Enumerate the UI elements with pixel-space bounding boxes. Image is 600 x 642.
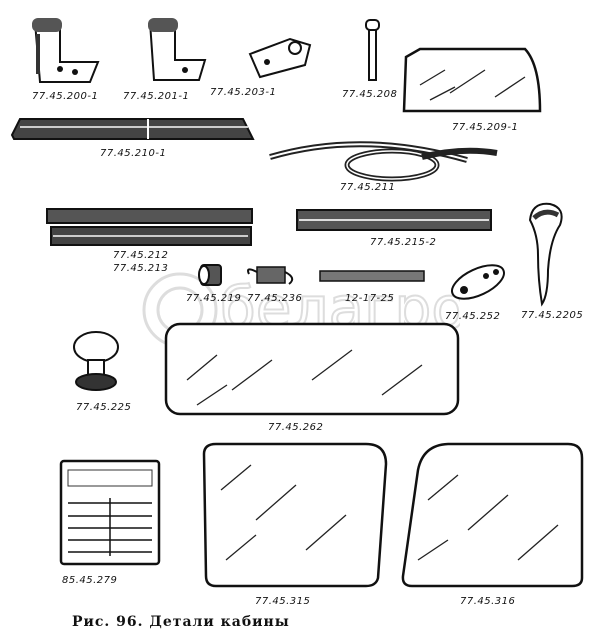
part-label: 77.45.315 xyxy=(255,596,311,607)
knob-drawing xyxy=(73,331,119,391)
bushing-drawing xyxy=(198,264,222,286)
mounting-plate-drawing xyxy=(451,264,505,300)
bracket-drawing xyxy=(248,37,312,79)
part-label: 85.45.279 xyxy=(62,575,118,586)
part-label: 77.45.210-1 xyxy=(100,148,167,159)
part-label: 12-17-25 xyxy=(345,293,395,304)
part-label: 77.45.236 xyxy=(247,293,303,304)
channel-215-drawing xyxy=(296,209,492,231)
part-label: 77.45.225 xyxy=(76,402,132,413)
part-label: 77.45.252 xyxy=(445,311,501,322)
part-label: 77.45.201-1 xyxy=(123,91,190,102)
part-label: 77.45.316 xyxy=(460,596,516,607)
hinge-200-drawing xyxy=(32,18,100,83)
seal-strip-drawing xyxy=(10,118,255,140)
part-label: 77.45.2205 xyxy=(521,310,584,321)
figure-caption: Рис. 96. Детали кабины xyxy=(72,614,290,630)
part-label: 77.45.212 xyxy=(113,250,169,261)
part-label: 77.45.209-1 xyxy=(452,122,519,133)
part-label: 77.45.262 xyxy=(268,422,324,433)
part-label: 77.45.208 xyxy=(342,89,398,100)
pin-drawing xyxy=(365,19,380,81)
long-spring-drawing xyxy=(319,270,425,282)
part-label: 77.45.211 xyxy=(340,182,396,193)
side-glass-drawing xyxy=(402,47,542,113)
hinge-201-drawing xyxy=(148,18,207,81)
part-label: 77.45.215-2 xyxy=(370,237,437,248)
instruction-plate-drawing xyxy=(59,459,161,566)
door-glass-right-drawing xyxy=(401,442,584,588)
spring-drawing xyxy=(247,266,294,285)
channel-drawing xyxy=(46,208,253,246)
door-glass-left-drawing xyxy=(202,442,388,588)
part-label: 77.45.213 xyxy=(113,263,169,274)
rear-glass-drawing xyxy=(164,322,460,416)
rubber-seal-drawing xyxy=(269,141,498,182)
part-label: 77.45.203-1 xyxy=(210,87,277,98)
part-label: 77.45.200-1 xyxy=(32,91,99,102)
part-label: 77.45.219 xyxy=(186,293,242,304)
door-handle-drawing xyxy=(528,202,563,307)
